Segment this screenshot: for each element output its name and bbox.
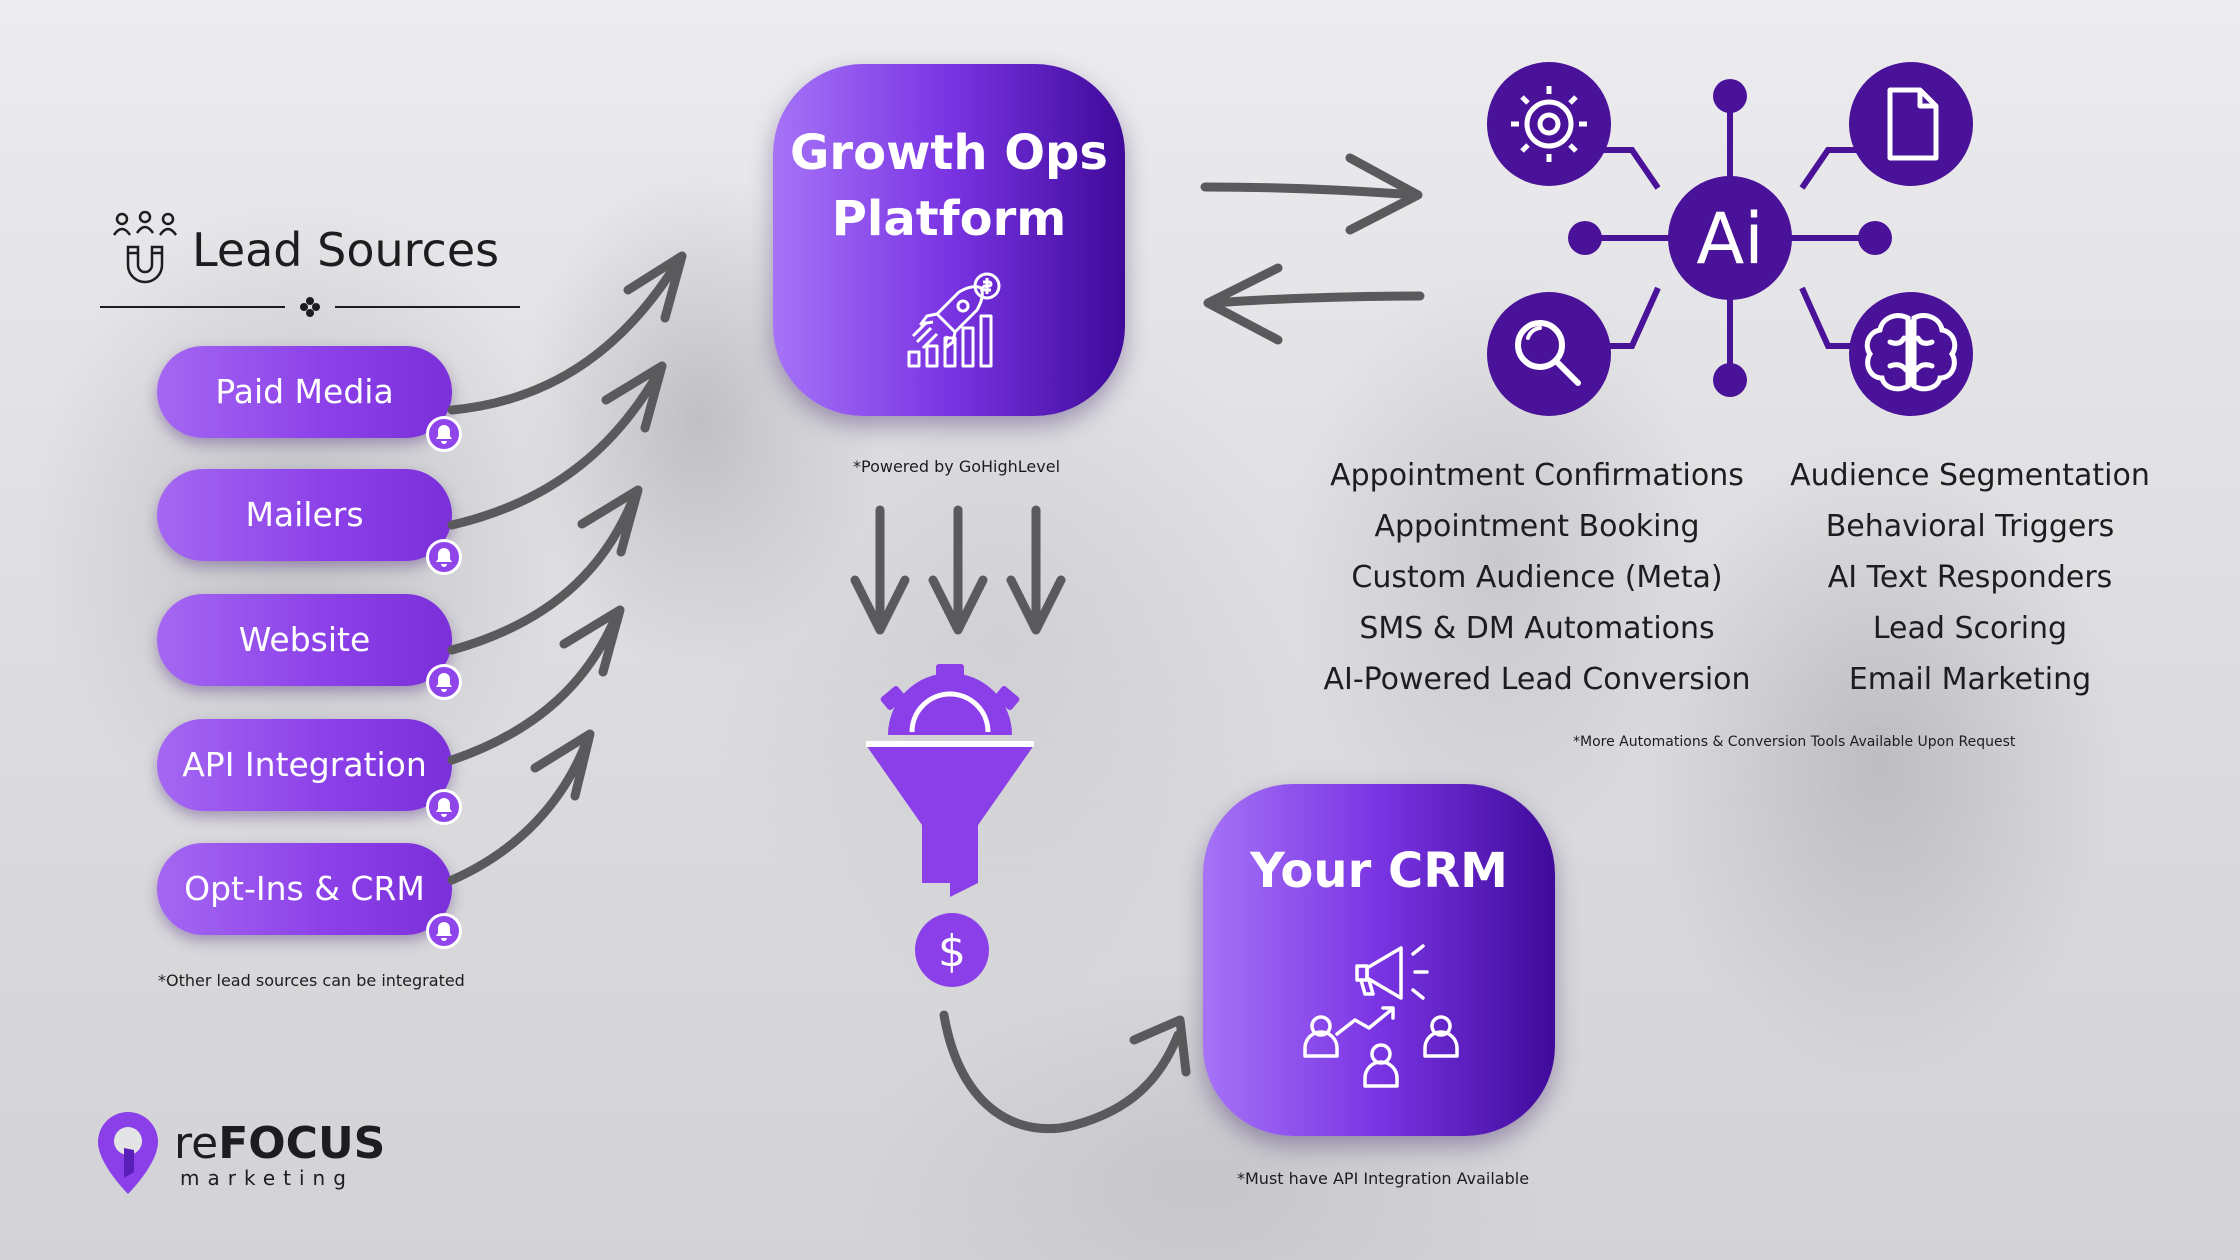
lead-source-label: Website <box>238 619 371 659</box>
rocket-growth-icon <box>907 272 1001 368</box>
dollar-sign: $ <box>938 926 966 977</box>
document-icon <box>1887 87 1939 161</box>
lead-sources-heading: Lead Sources <box>100 205 530 317</box>
lead-source-label: API Integration <box>182 744 427 784</box>
lead-source-api-integration[interactable]: API Integration <box>157 719 462 825</box>
lead-source-opt-ins-crm[interactable]: Opt-Ins & CRM <box>157 843 462 949</box>
ai-network-diagram: Ai <box>1487 62 1973 416</box>
arrow-to-ai <box>1200 182 1420 200</box>
platform-title-line1: Growth Ops <box>790 125 1108 181</box>
lead-source-mailers[interactable]: Mailers <box>157 469 462 575</box>
ai-hub <box>1668 176 1792 300</box>
ai-hub-label: Ai <box>1696 198 1763 280</box>
lead-source-website[interactable]: Website <box>157 594 462 700</box>
brand-prefix: re <box>174 1118 219 1169</box>
lead-source-label: Mailers <box>245 494 364 534</box>
bell-icon <box>426 539 462 575</box>
lead-source-paid-media[interactable]: Paid Media <box>157 346 462 452</box>
feature-item: AI Text Responders <box>1827 560 2113 595</box>
feature-item: AI-Powered Lead Conversion <box>1323 662 1751 697</box>
ai-features-right: Audience Segmentation Behavioral Trigger… <box>1780 450 2160 705</box>
dollar-coin <box>915 913 989 987</box>
heading-divider <box>100 297 520 317</box>
lead-sources-title: Lead Sources <box>192 223 500 277</box>
crm-note: *Must have API Integration Available <box>1237 1169 1530 1188</box>
ai-features-left: Appointment Confirmations Appointment Bo… <box>1322 450 1752 705</box>
document-node <box>1849 62 1973 186</box>
lead-magnet-icon <box>112 210 178 284</box>
crm-title: Your CRM <box>1250 843 1508 899</box>
feature-item: Audience Segmentation <box>1790 458 2150 493</box>
bell-icon <box>426 789 462 825</box>
arrow-to-crm <box>939 1010 1183 1134</box>
arrow-from-ai <box>1207 291 1425 308</box>
arrow-paid-media <box>447 253 685 415</box>
lead-sources-note: *Other lead sources can be integrated <box>158 971 465 990</box>
refocus-logo: reFOCUS marketing <box>94 1108 394 1204</box>
lead-source-label: Paid Media <box>215 371 394 411</box>
bell-icon <box>426 664 462 700</box>
magnifier-icon <box>1515 320 1581 386</box>
brand-main: FOCUS <box>218 1118 386 1169</box>
growth-ops-platform-card[interactable]: Growth Ops Platform <box>773 64 1125 416</box>
platform-title-line2: Platform <box>831 191 1067 247</box>
magnifier-node <box>1487 292 1611 416</box>
location-pin-icon <box>98 1112 158 1194</box>
gear-node <box>1487 62 1611 186</box>
funnel-gear-top <box>888 673 1012 735</box>
brand-tagline: marketing <box>180 1166 354 1190</box>
lead-source-label: Opt-Ins & CRM <box>184 868 425 908</box>
feature-item: Custom Audience (Meta) <box>1351 560 1723 595</box>
bell-icon <box>426 416 462 452</box>
bell-icon <box>426 913 462 949</box>
feature-item: SMS & DM Automations <box>1359 611 1715 646</box>
gear-icon <box>1511 86 1587 162</box>
feature-item: Appointment Booking <box>1374 509 1700 544</box>
ai-note: *More Automations & Conversion Tools Ava… <box>1573 734 2016 750</box>
crm-audience-icon <box>1303 944 1459 1088</box>
feature-item: Email Marketing <box>1848 662 2092 697</box>
your-crm-card[interactable]: Your CRM <box>1203 784 1555 1136</box>
platform-note: *Powered by GoHighLevel <box>853 457 1061 476</box>
feature-item: Lead Scoring <box>1872 611 2068 646</box>
brain-icon <box>1864 313 1958 392</box>
feature-item: Behavioral Triggers <box>1825 509 2115 544</box>
brand-name: reFOCUS <box>174 1118 385 1169</box>
arrowhead <box>623 251 687 323</box>
feature-item: Appointment Confirmations <box>1330 458 1744 493</box>
funnel-icon: $ <box>866 664 1034 987</box>
